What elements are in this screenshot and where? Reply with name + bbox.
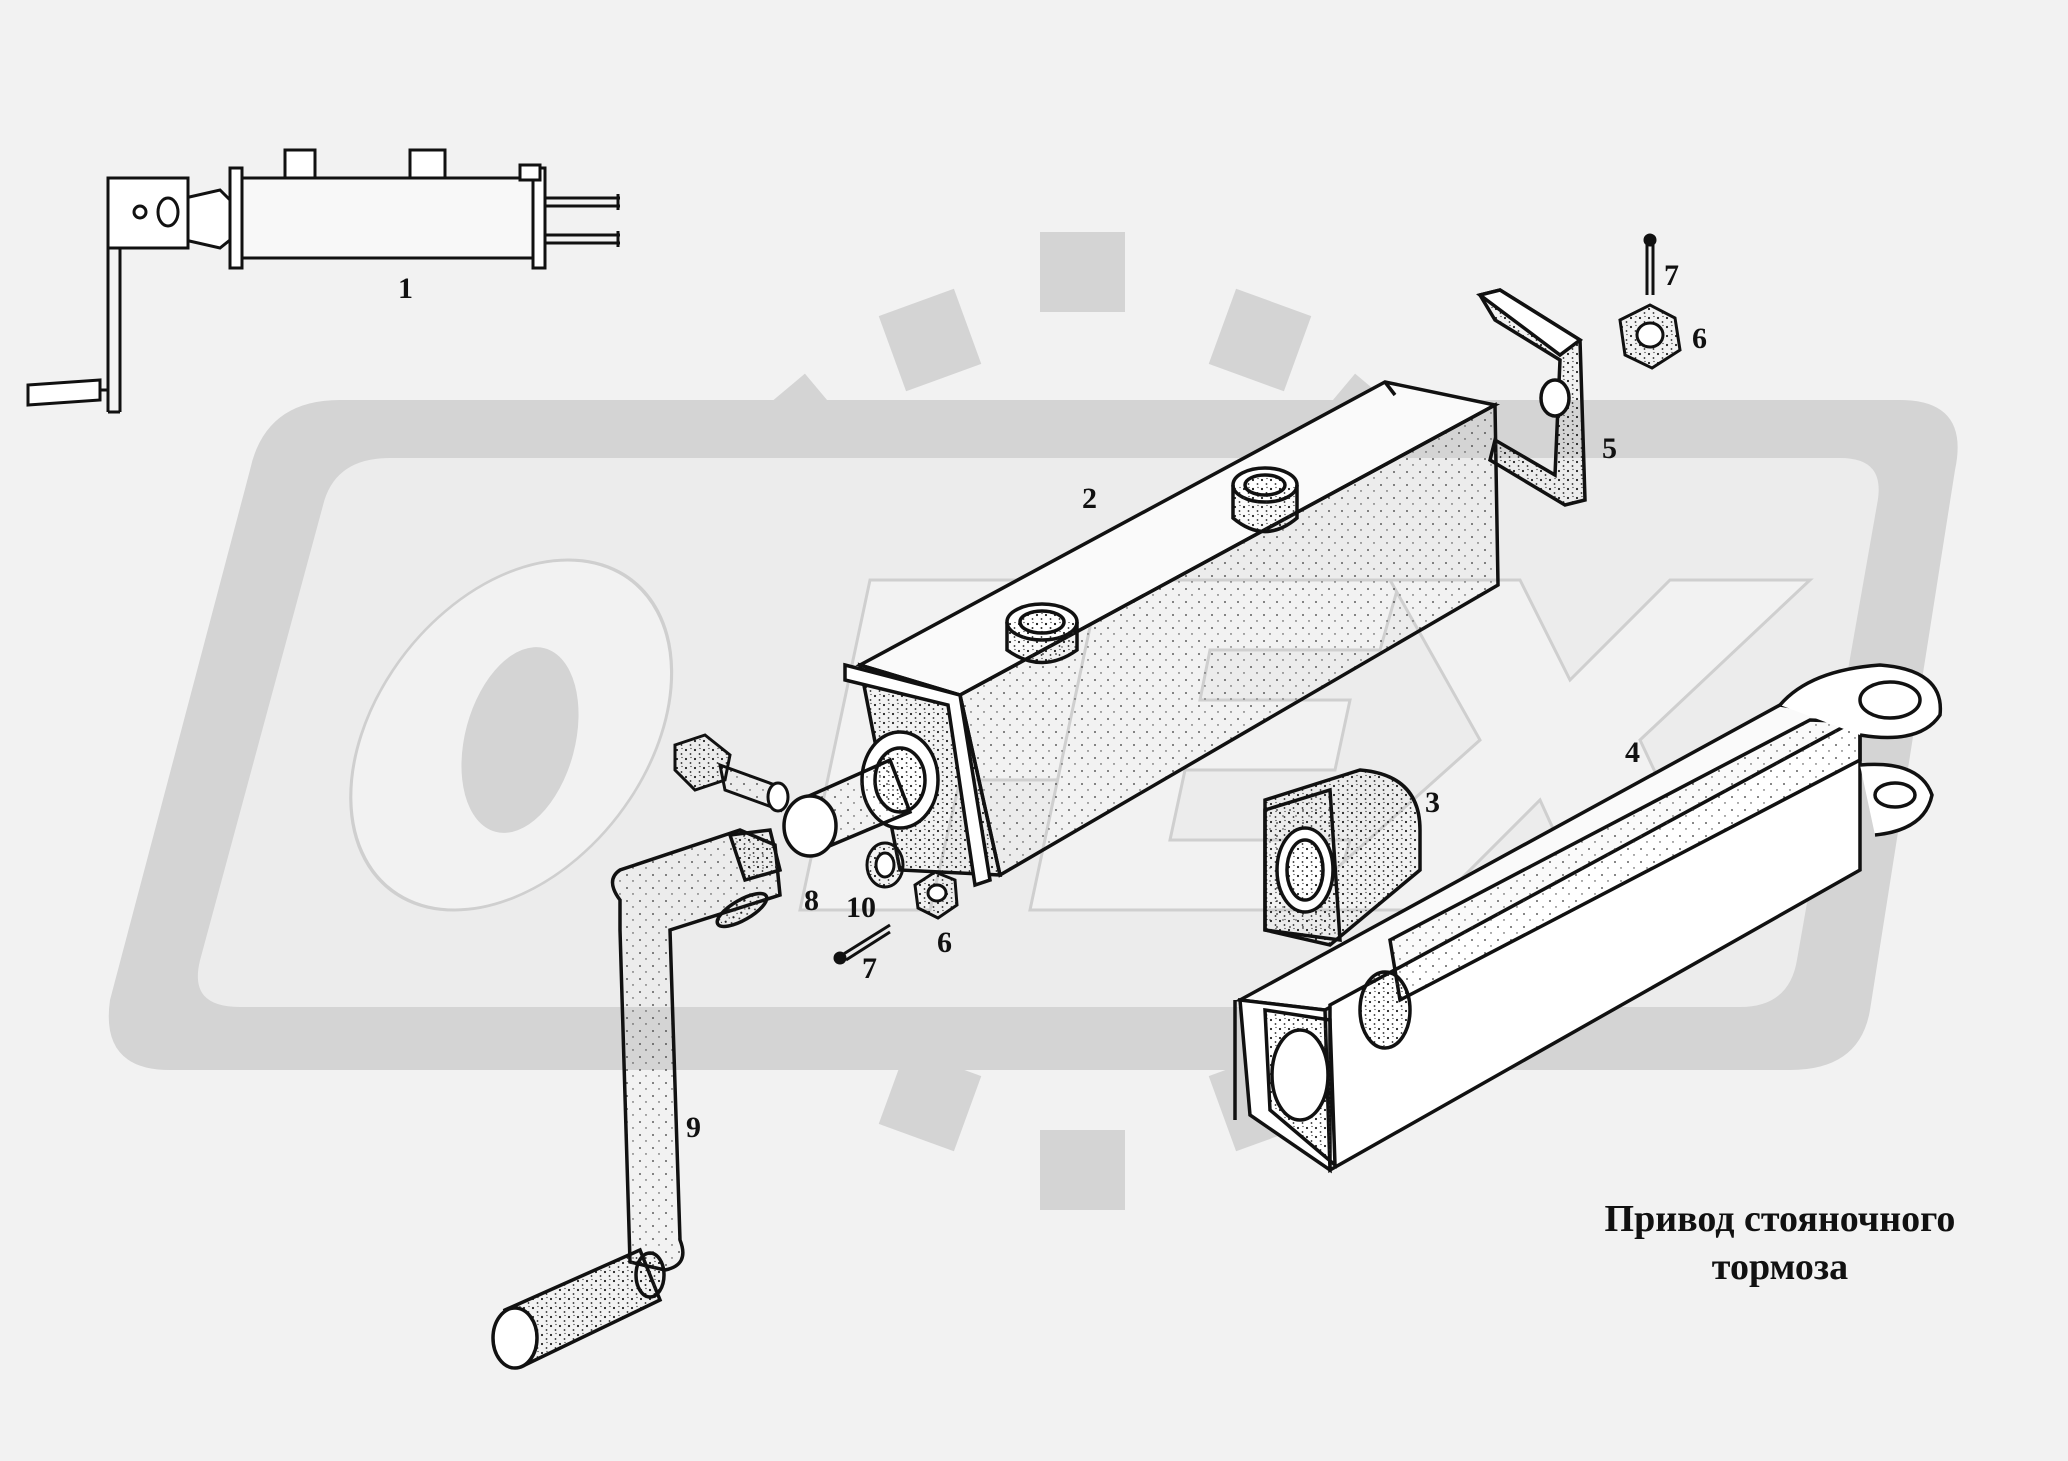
castle-nut-part-6-upper [1618,303,1682,370]
bolt [673,733,790,813]
label-part-7-lower: 7 [862,952,877,985]
caption-line-1: Привод стояночного [1604,1198,1956,1240]
label-part-9: 9 [686,1111,701,1144]
label-part-5: 5 [1602,432,1617,465]
bracket-part-5 [1476,288,1587,507]
label-part-1: 1 [398,272,413,305]
label-part-7-upper: 7 [1664,259,1679,292]
diagram-caption: Привод стояночного тормоза [1530,1195,2030,1291]
label-part-8: 8 [804,884,819,917]
label-part-10: 10 [846,891,876,924]
label-part-6-lower: 6 [937,926,952,959]
shaft [782,730,940,858]
caption-line-2: тормоза [1711,1246,1849,1288]
cotter-pin-part-7-lower [833,923,891,965]
label-part-2: 2 [1082,482,1097,515]
cotter-pin-part-7-upper [1643,233,1657,295]
nut-part-3 [1263,768,1422,947]
frame-part-4 [1233,663,1943,1174]
crank-handle-part-9 [491,828,783,1370]
label-part-6-upper: 6 [1692,322,1707,355]
castle-nut-part-6-lower [913,870,959,920]
washer-part-10 [865,841,905,889]
assembly-sketch-part-1 [26,148,620,414]
label-part-4: 4 [1625,736,1640,769]
label-part-3: 3 [1425,786,1440,819]
